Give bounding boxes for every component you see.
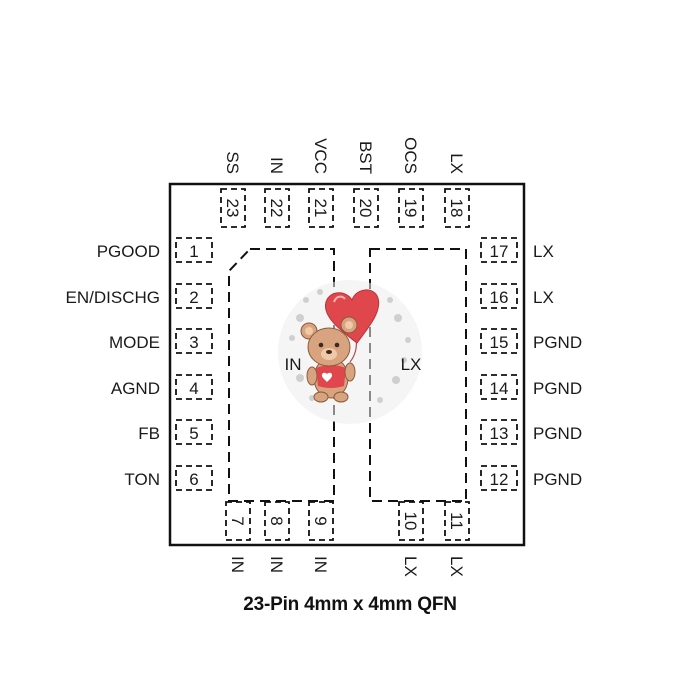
pin-17-label: LX [533,242,554,261]
pin-13-number: 13 [490,424,509,443]
pin-11-number: 11 [447,512,466,530]
pin-4-number: 4 [189,379,198,398]
pin-22-pad [264,188,290,228]
pin-5-number: 5 [189,424,198,443]
pin-21-number: 21 [311,199,330,218]
pin-22-number: 22 [267,199,286,218]
pin-21-label: VCC [311,138,330,174]
pin-1-label: PGOOD [97,242,160,261]
pin-11-label: LX [447,556,466,577]
exposed-pad-in [228,248,335,502]
pin-15-label: PGND [533,333,582,352]
pin-10-label: LX [401,556,420,577]
pin-19-number: 19 [401,199,420,218]
pad-label-in: IN [285,355,302,374]
pin-18-pad [444,188,470,228]
pin-23-pad [220,188,246,228]
pin-2-number: 2 [189,288,198,307]
pin-3-label: MODE [109,333,160,352]
pin-20-pad [353,188,379,228]
pin-13-label: PGND [533,424,582,443]
pin-7-number: 7 [228,516,247,525]
pin-9-label: IN [311,556,330,573]
pin-22-label: IN [267,157,286,174]
pin-12-label: PGND [533,470,582,489]
teddy-bear-heart-balloon-icon [278,280,422,424]
package-outline [168,182,526,547]
pin-18-label: LX [447,153,466,174]
pin-3-number: 3 [189,333,198,352]
pins-top-side: 18 LX 19 OCS 20 BST 21 VCC 22 IN 23 SS [220,137,470,228]
pin-6-number: 6 [189,470,198,489]
pin-19-pad [398,188,424,228]
pin-15-number: 15 [490,333,509,352]
pin-8-label: IN [267,556,286,573]
pin-5-label: FB [138,424,160,443]
pin-6-label: TON [124,470,160,489]
pin-17-number: 17 [490,242,509,261]
pin-7-label: IN [228,556,247,573]
pin-8-pad [264,501,290,541]
pin-18-number: 18 [447,199,466,218]
pin-2-label: EN/DISCHG [66,288,160,307]
pin-16-label: LX [533,288,554,307]
pin-20-label: BST [356,141,375,174]
pin-19-label: OCS [401,137,420,174]
pin-20-number: 20 [356,199,375,218]
pin-4-label: AGND [111,379,160,398]
pad-label-lx: LX [401,355,422,374]
pin-21-pad [308,188,334,228]
pin-11-pad [444,501,470,541]
pin-10-number: 10 [401,512,420,531]
pin-12-number: 12 [490,470,509,489]
pin-9-number: 9 [311,516,330,525]
pin-16-number: 16 [490,288,509,307]
pin-14-number: 14 [490,379,509,398]
pin-9-pad [308,501,334,541]
package-caption: 23-Pin 4mm x 4mm QFN [243,594,457,615]
pin-7-pad [225,501,251,541]
pin-23-label: SS [223,151,242,174]
pins-left-side: 1 PGOOD 2 EN/DISCHG 3 MODE 4 AGND 5 FB 6 TON [66,237,213,491]
pin-10-pad [398,501,424,541]
pin-1-number: 1 [189,242,198,261]
pin-14-label: PGND [533,379,582,398]
pin-8-number: 8 [267,516,286,525]
pin-23-number: 23 [223,199,242,218]
